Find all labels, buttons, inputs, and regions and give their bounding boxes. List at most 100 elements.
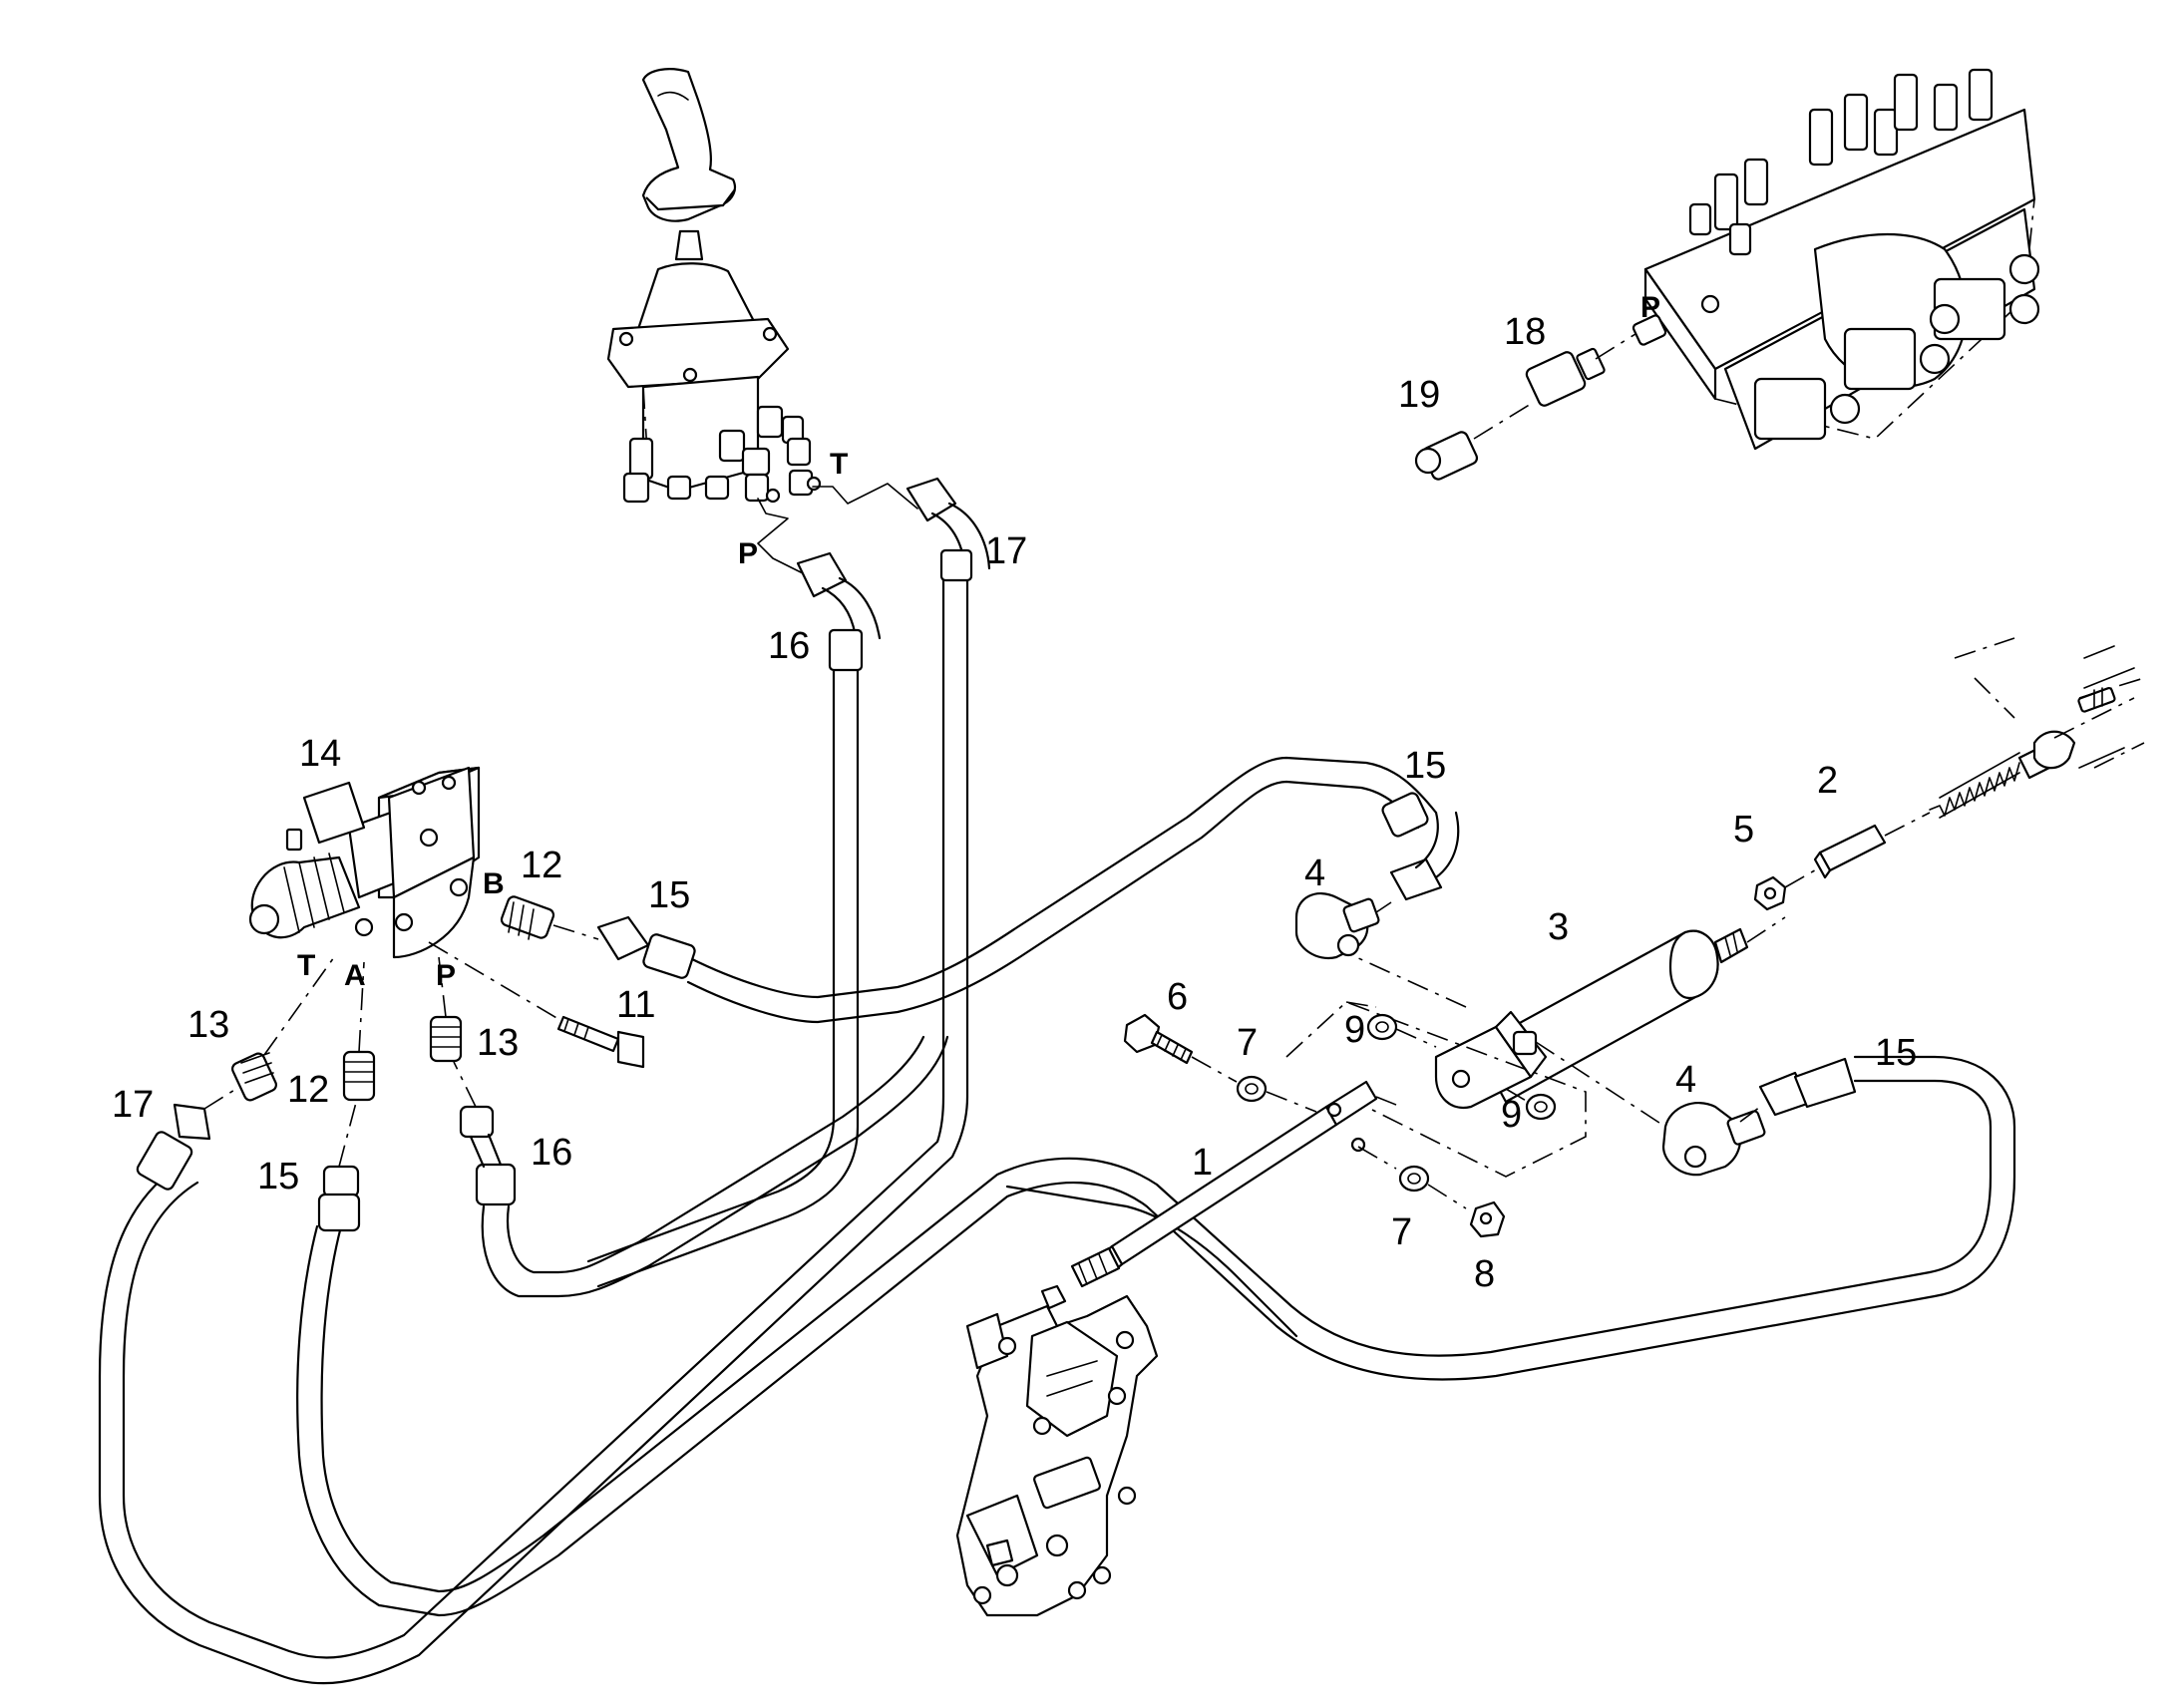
callout-labels: 1 2 3 4 4 5 6 7 7 8 9 9 11 12 12 13 13 1… — [112, 311, 1917, 1295]
a-axis — [358, 961, 365, 1053]
callout-15-solenoid: 15 — [648, 874, 690, 916]
callout-12-lower: 12 — [287, 1069, 329, 1111]
fitting-19 — [1414, 403, 1532, 481]
callout-15-upper-right: 15 — [1404, 745, 1446, 787]
hose-16-upper — [586, 666, 860, 1288]
a-axis-2 — [338, 1098, 358, 1168]
hose-15-elbow-upper — [1381, 792, 1460, 901]
callout-5: 5 — [1733, 809, 1754, 851]
nut-5 — [1753, 875, 1787, 911]
hose-15-left-down — [296, 1055, 2016, 1617]
washer-axis-upper — [1395, 1028, 1437, 1048]
cylinder-axis — [1746, 916, 1786, 943]
callout-13-right: 13 — [477, 1022, 519, 1064]
b-axis — [552, 924, 599, 940]
coupler-axis — [1884, 812, 1931, 837]
callout-15-lower-left: 15 — [257, 1156, 299, 1197]
elbow-axis — [1375, 901, 1392, 913]
port-label-joystick-p: P — [738, 537, 758, 570]
bolt-axis — [428, 941, 559, 1020]
callout-16-upper: 16 — [768, 625, 810, 667]
port-label-solenoid-p: P — [436, 959, 456, 992]
callout-4-lower: 4 — [1675, 1059, 1696, 1101]
fitting-12-b — [500, 895, 555, 940]
callout-6: 6 — [1167, 976, 1188, 1018]
spring-rod — [1929, 637, 2145, 819]
t-axis — [263, 956, 335, 1056]
joystick-fittings — [622, 405, 822, 504]
hose-15-lower-crossing — [1005, 1185, 1298, 1338]
fitting-12-a — [342, 1050, 376, 1102]
washer-7-lower — [1398, 1165, 1430, 1193]
hose-17-lower-fitting — [136, 1103, 211, 1191]
washer-9-lower — [1525, 1093, 1557, 1121]
t-line — [812, 483, 918, 510]
callout-11: 11 — [616, 984, 655, 1026]
callout-17-upper: 17 — [985, 530, 1027, 572]
callout-1: 1 — [1192, 1142, 1213, 1184]
hose-17-top-fitting — [906, 477, 991, 582]
fitting-13-t — [231, 1052, 277, 1102]
callout-7-upper: 7 — [1237, 1022, 1258, 1064]
bolt-6-axis — [1191, 1056, 1238, 1083]
bracket-dashed-frame — [1285, 1001, 1587, 1178]
fitting-13-p — [429, 1015, 463, 1063]
solenoid-valve-14 — [248, 766, 481, 959]
rod-1 — [1070, 1080, 1397, 1288]
rod-axis — [1357, 1146, 1397, 1170]
t-axis-2 — [203, 1086, 240, 1110]
lower-elbow-axis — [1535, 1041, 1666, 1128]
lower-elbow-axis-2 — [1739, 1106, 1761, 1123]
pump-gearbox — [955, 1284, 1159, 1617]
callout-14: 14 — [299, 733, 341, 775]
bolt-6 — [1123, 1013, 1194, 1065]
p-line — [757, 498, 804, 574]
nut-8 — [1469, 1200, 1506, 1238]
washer-9-upper — [1366, 1013, 1398, 1041]
hose-16-lower — [481, 1035, 949, 1298]
washer-axis-lower — [1505, 1088, 1529, 1103]
callout-9-lower: 9 — [1501, 1094, 1522, 1136]
washer-7-lower-axis — [1427, 1184, 1467, 1209]
hose-15-a-fitting — [317, 1165, 361, 1232]
callout-7-lower: 7 — [1391, 1211, 1412, 1253]
hose-16-top-fitting — [796, 551, 882, 672]
callout-18: 18 — [1504, 311, 1546, 353]
cylinder-3 — [1355, 927, 1749, 1110]
callout-3: 3 — [1548, 906, 1569, 948]
washer-7-axis — [1266, 1091, 1317, 1113]
hose-15-elbow-lower — [1758, 1057, 1857, 1117]
washer-7-upper — [1236, 1075, 1268, 1103]
hose-15-solenoid-fitting — [596, 915, 696, 979]
callout-12-upper: 12 — [521, 845, 562, 886]
callout-8: 8 — [1474, 1253, 1495, 1295]
port-label-valve-p: P — [1640, 291, 1660, 324]
hose-17-left — [98, 571, 969, 1685]
elbow-fitting-4-upper — [1294, 892, 1380, 960]
port-label-solenoid-b: B — [483, 867, 505, 900]
valve-block-assembly — [1643, 68, 2040, 451]
port-label-joystick-t: T — [830, 448, 848, 481]
port-label-solenoid-a: A — [344, 959, 366, 992]
callout-9-upper: 9 — [1344, 1009, 1365, 1051]
callout-4-upper: 4 — [1304, 853, 1325, 894]
coupler-2 — [1813, 824, 1887, 879]
callout-17-lower: 17 — [112, 1084, 154, 1126]
callout-15-lower-right: 15 — [1875, 1032, 1917, 1074]
callout-16-lower: 16 — [531, 1132, 572, 1174]
hose-15-upper-loop — [686, 756, 1438, 1024]
joystick-assembly — [606, 68, 822, 504]
port-label-solenoid-t: T — [297, 949, 315, 982]
callout-19: 19 — [1398, 374, 1440, 416]
p-axis-2 — [453, 1061, 477, 1108]
callout-2: 2 — [1817, 760, 1838, 802]
callout-13-left: 13 — [187, 1004, 229, 1046]
bolt-11 — [556, 1015, 645, 1069]
hose-16-lower-fitting — [459, 1105, 517, 1206]
valve-top-fittings — [1688, 68, 1994, 256]
nut-axis — [1784, 866, 1821, 888]
elbow-fitting-4-lower — [1661, 1102, 1766, 1177]
fitting-18 — [1525, 314, 1667, 407]
